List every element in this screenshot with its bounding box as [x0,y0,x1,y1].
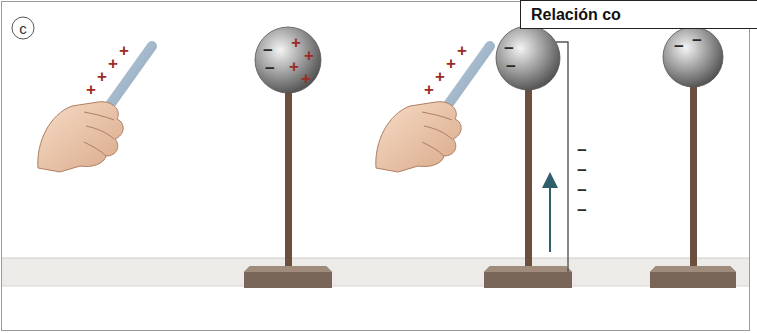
section-title: Relación co [531,6,621,24]
rod-charge: + [424,81,434,98]
rod-charge: + [86,81,96,98]
sphere-charge: + [301,70,311,87]
rod-charge: + [435,68,445,85]
electron-flow-arrow [549,180,551,252]
rod-charge: + [108,55,118,72]
sphere-charge: − [504,40,514,57]
sphere-charge: − [506,58,516,75]
floor [2,258,749,286]
frame [2,2,750,331]
rod-charge: + [457,42,467,59]
title-box: Relación co [520,0,757,29]
hand [376,102,461,172]
flow-charge: − [577,142,587,159]
sphere-charge: + [289,58,299,75]
flow-charge: − [577,182,587,199]
sphere-charge: + [291,34,301,51]
rod-charge: + [446,55,456,72]
panel-letter: c [11,16,35,40]
sphere-charge: − [674,38,684,55]
letter-circle-outline [12,17,34,39]
hand [38,102,123,172]
rod-charge: + [97,68,107,85]
sphere-charge: − [692,32,702,49]
ground-wire [556,42,568,272]
sphere-charge: − [265,60,275,77]
sphere-charge: + [304,47,314,64]
flow-charge: − [577,202,587,219]
insulated-stand [484,26,572,288]
insulated-stand [244,27,332,288]
rod-charge: + [119,42,129,59]
panel-letter-text: c [19,20,27,37]
insulated-stand [650,27,736,288]
flow-charge: − [577,162,587,179]
sphere-charge: − [263,42,273,59]
